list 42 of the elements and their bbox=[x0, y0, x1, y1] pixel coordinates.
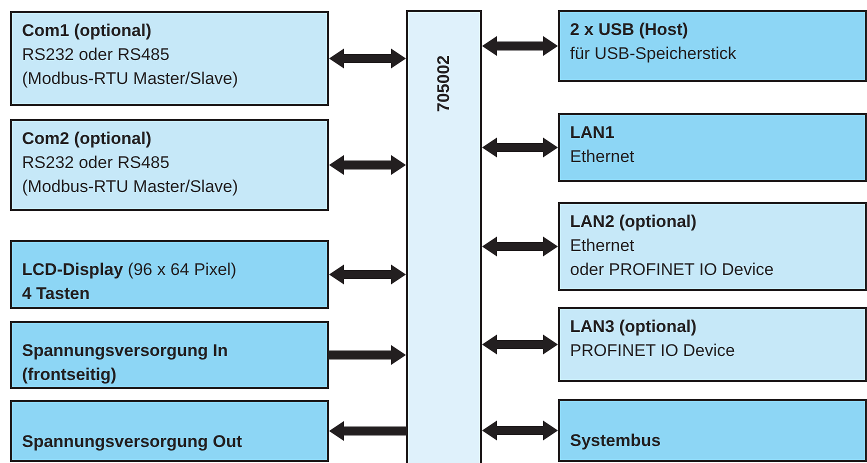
interface-box bbox=[558, 202, 867, 291]
double-arrow bbox=[329, 345, 406, 365]
double-arrow bbox=[482, 36, 558, 56]
interface-title: LCD-Display (96 x 64 Pixel) bbox=[22, 259, 238, 281]
interface-box bbox=[558, 113, 867, 182]
interface-detail: (Modbus-RTU Master/Slave) bbox=[22, 68, 240, 90]
interface-title: Spannungsversorgung In (frontseitig) bbox=[22, 340, 229, 386]
double-arrow bbox=[482, 236, 558, 256]
double-arrow bbox=[329, 264, 406, 284]
interface-title: Com2 (optional) bbox=[22, 128, 152, 150]
interface-detail: für USB-Speicherstick bbox=[570, 43, 738, 65]
interface-title: LAN3 (optional) bbox=[570, 316, 698, 338]
interface-title: Systembus bbox=[570, 430, 662, 452]
interface-detail: Ethernet bbox=[570, 146, 636, 168]
interface-detail: RS232 oder RS485 bbox=[22, 44, 170, 66]
interface-box bbox=[10, 240, 329, 309]
device-label: 705002 bbox=[433, 55, 454, 112]
interface-box bbox=[558, 399, 867, 462]
interface-box bbox=[10, 119, 329, 211]
double-arrow bbox=[482, 138, 558, 158]
interface-box bbox=[558, 10, 867, 82]
device-bar bbox=[406, 10, 482, 463]
interface-box bbox=[10, 11, 329, 106]
interface-title: Com1 (optional) bbox=[22, 20, 152, 42]
interface-box bbox=[10, 321, 329, 389]
double-arrow bbox=[329, 155, 406, 175]
interface-box bbox=[10, 400, 329, 462]
double-arrow bbox=[329, 421, 406, 441]
interface-detail: PROFINET IO Device bbox=[570, 340, 736, 362]
interface-box bbox=[558, 307, 867, 382]
interface-title: 2 x USB (Host) bbox=[570, 19, 690, 41]
interface-title: Spannungsversorgung Out bbox=[22, 431, 244, 453]
interface-detail: Ethernet bbox=[570, 235, 636, 257]
interface-title: LAN2 (optional) bbox=[570, 211, 698, 233]
double-arrow bbox=[482, 334, 558, 354]
double-arrow bbox=[329, 48, 406, 68]
interface-detail: oder PROFINET IO Device bbox=[570, 259, 775, 281]
double-arrow bbox=[482, 420, 558, 440]
interface-title: LAN1 bbox=[570, 122, 616, 144]
interface-detail: 4 Tasten bbox=[22, 283, 91, 305]
interface-detail: (Modbus-RTU Master/Slave) bbox=[22, 176, 240, 198]
interface-detail: RS232 oder RS485 bbox=[22, 152, 170, 174]
